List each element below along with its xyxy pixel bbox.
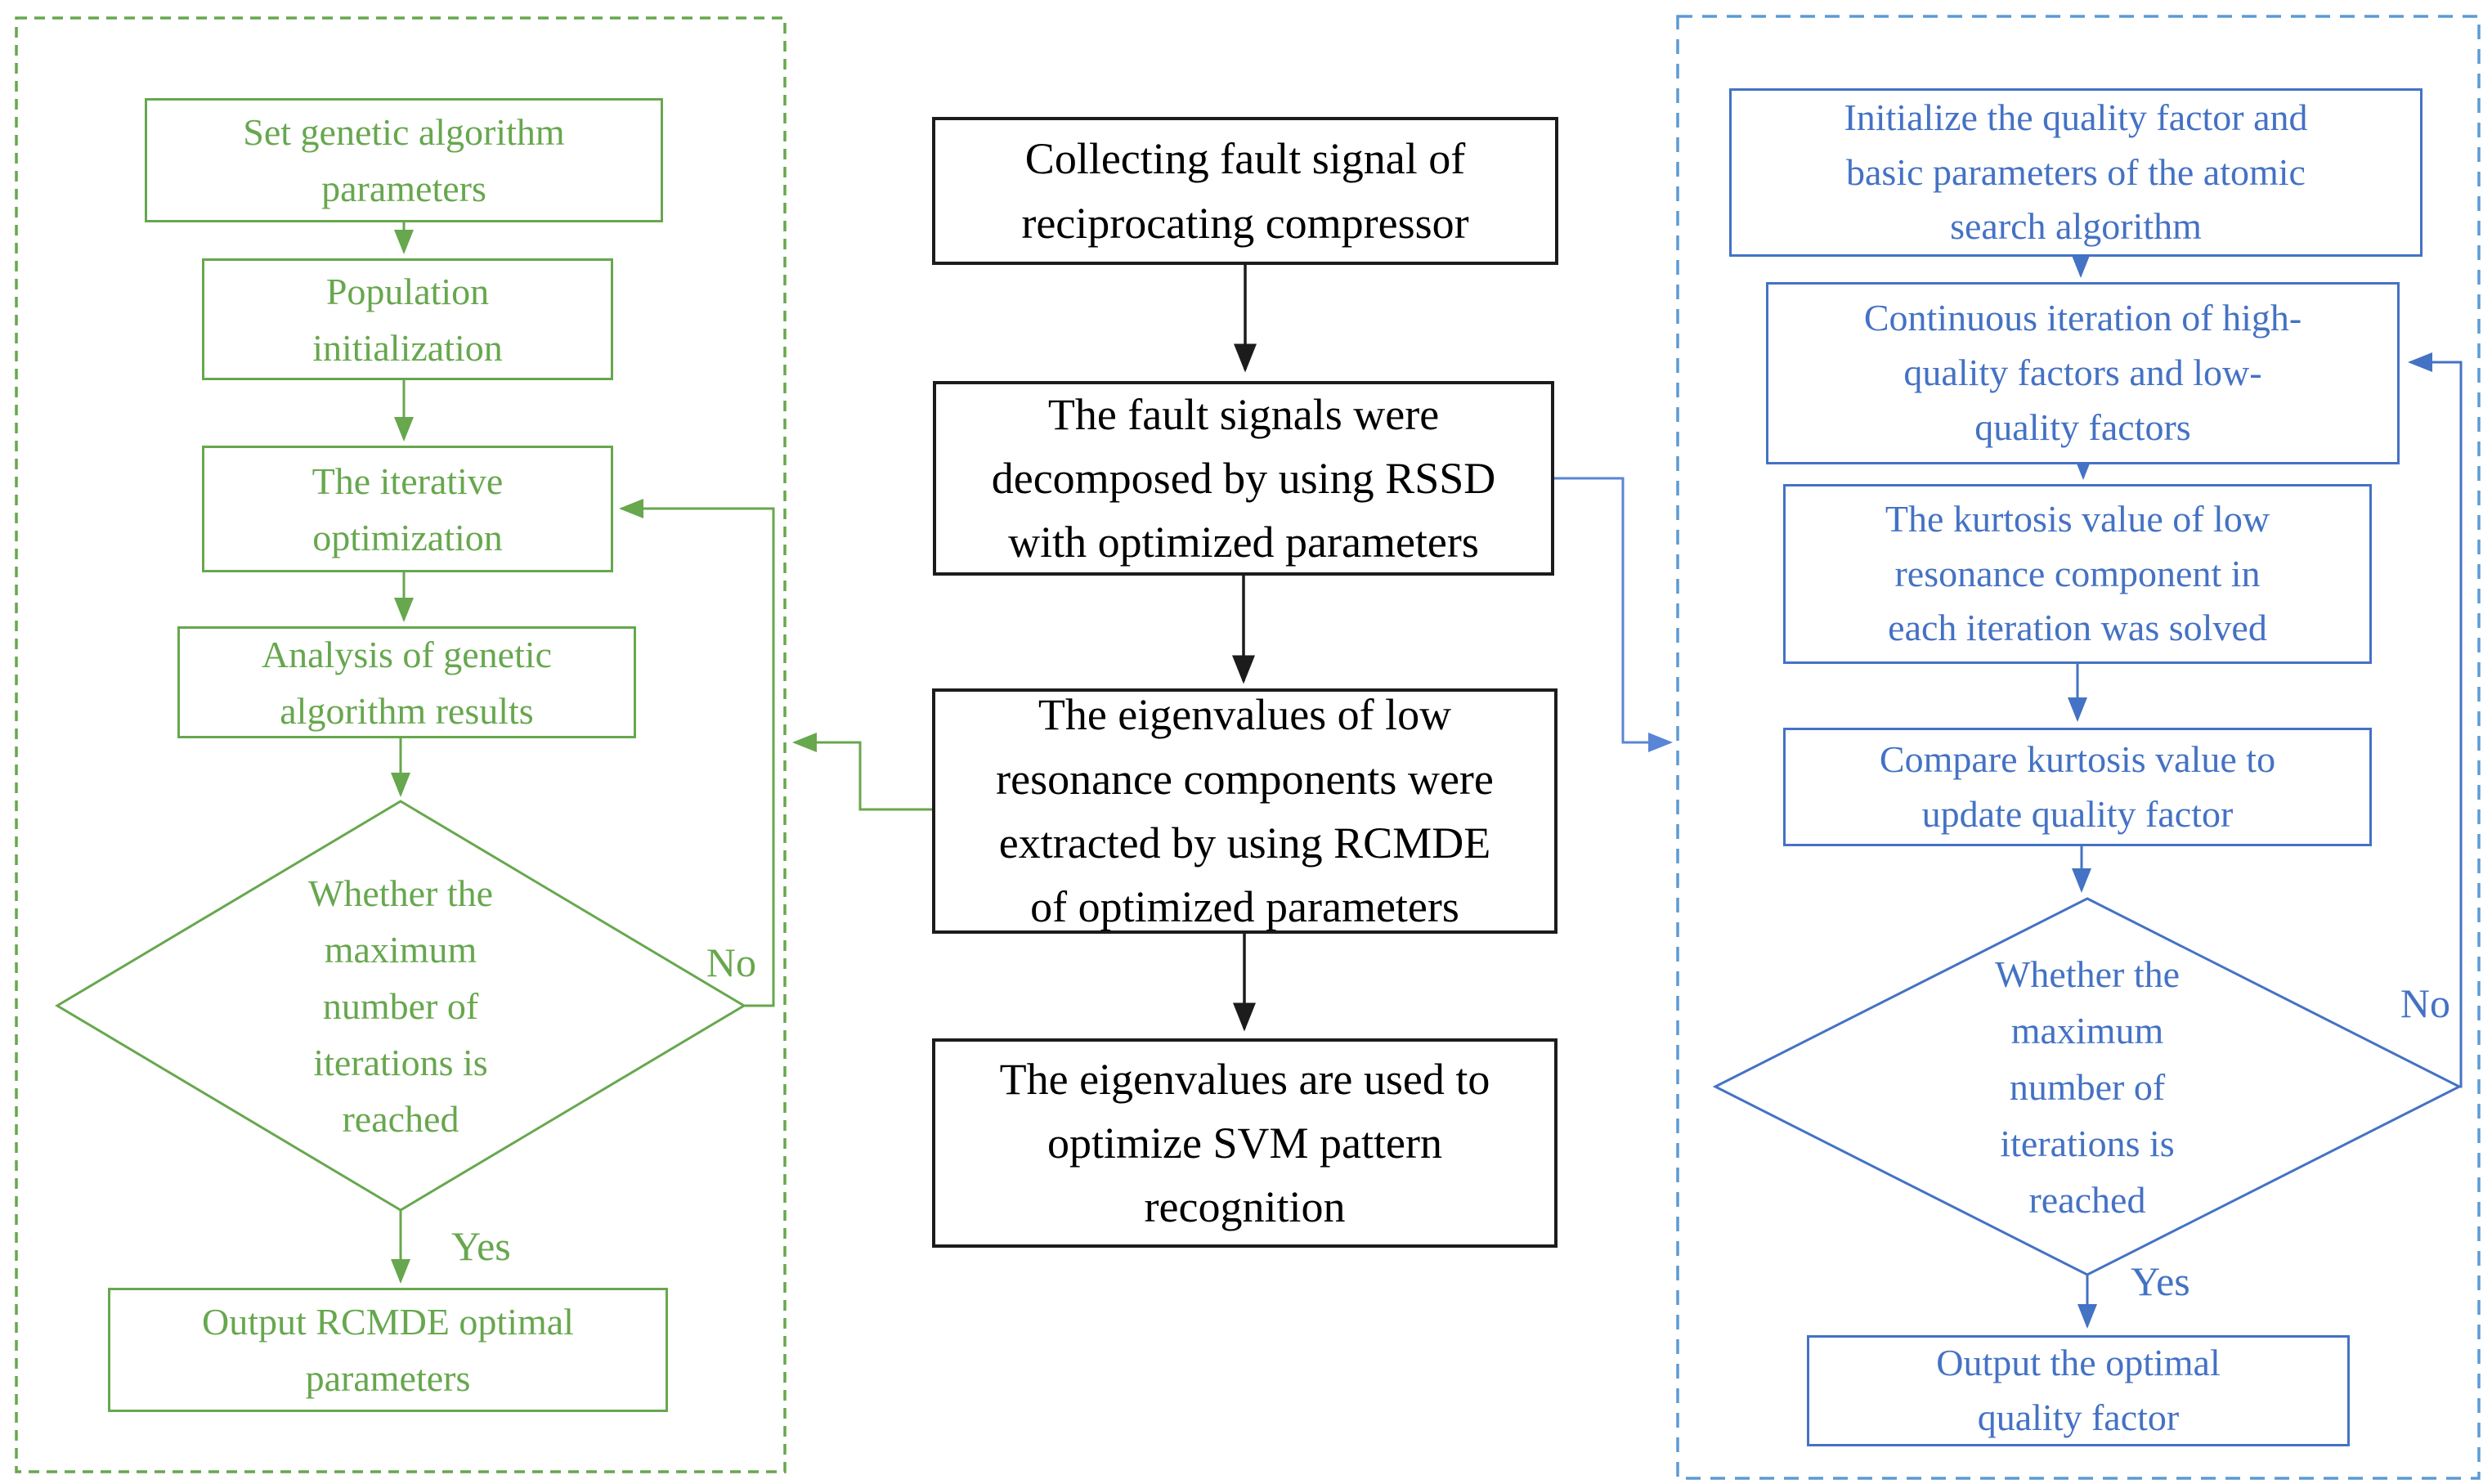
svm-recognition-box: The eigenvalues are used to optimize SVM… <box>932 1038 1558 1248</box>
asa-no-label: No <box>2400 980 2450 1026</box>
asa-initialize-box: Initialize the quality factor and basic … <box>1729 88 2423 257</box>
ga-analysis-results-box: Analysis of genetic algorithm results <box>177 626 636 738</box>
genetic-flow-arrows <box>55 222 932 1284</box>
ga-iterative-optimization-box: The iterative optimization <box>202 446 613 572</box>
collect-fault-signal-box: Collecting fault signal of reciprocating… <box>932 117 1558 265</box>
ga-population-init-box: Population initialization <box>202 258 613 380</box>
main-flow-arrows <box>1232 265 1257 1032</box>
rcmde-extract-box: The eigenvalues of low resonance compone… <box>932 688 1558 934</box>
asa-decision-text: Whether the maximum number of iterations… <box>1994 953 2180 1221</box>
asa-decision-diamond <box>1712 897 2463 1276</box>
atomic-search-group-border <box>1676 15 2481 1480</box>
atomic-flow-arrows <box>1712 253 2463 1329</box>
ga-output-box: Output RCMDE optimal parameters <box>108 1288 668 1412</box>
ga-decision-text: Whether the maximum number of iterations… <box>307 872 494 1140</box>
rcmde-to-ga-connector <box>792 733 932 811</box>
ga-no-feedback-line <box>619 499 775 1007</box>
asa-output-box: Output the optimal quality factor <box>1807 1335 2350 1446</box>
ga-yes-label: Yes <box>451 1223 511 1269</box>
asa-yes-label: Yes <box>2131 1258 2190 1304</box>
ga-decision-diamond <box>55 800 746 1212</box>
ga-set-parameters-box: Set genetic algorithm parameters <box>145 98 663 222</box>
asa-no-feedback-line <box>2408 352 2463 1088</box>
rssd-to-atomic-connector <box>1554 477 1673 752</box>
ga-no-label: No <box>706 939 756 985</box>
asa-kurtosis-box: The kurtosis value of low resonance comp… <box>1783 484 2372 664</box>
rssd-decompose-box: The fault signals were decomposed by usi… <box>933 381 1554 576</box>
asa-continuous-iteration-box: Continuous iteration of high- quality fa… <box>1766 282 2400 464</box>
genetic-algorithm-group-border <box>15 16 787 1473</box>
asa-compare-kurtosis-box: Compare kurtosis value to update quality… <box>1783 728 2372 846</box>
